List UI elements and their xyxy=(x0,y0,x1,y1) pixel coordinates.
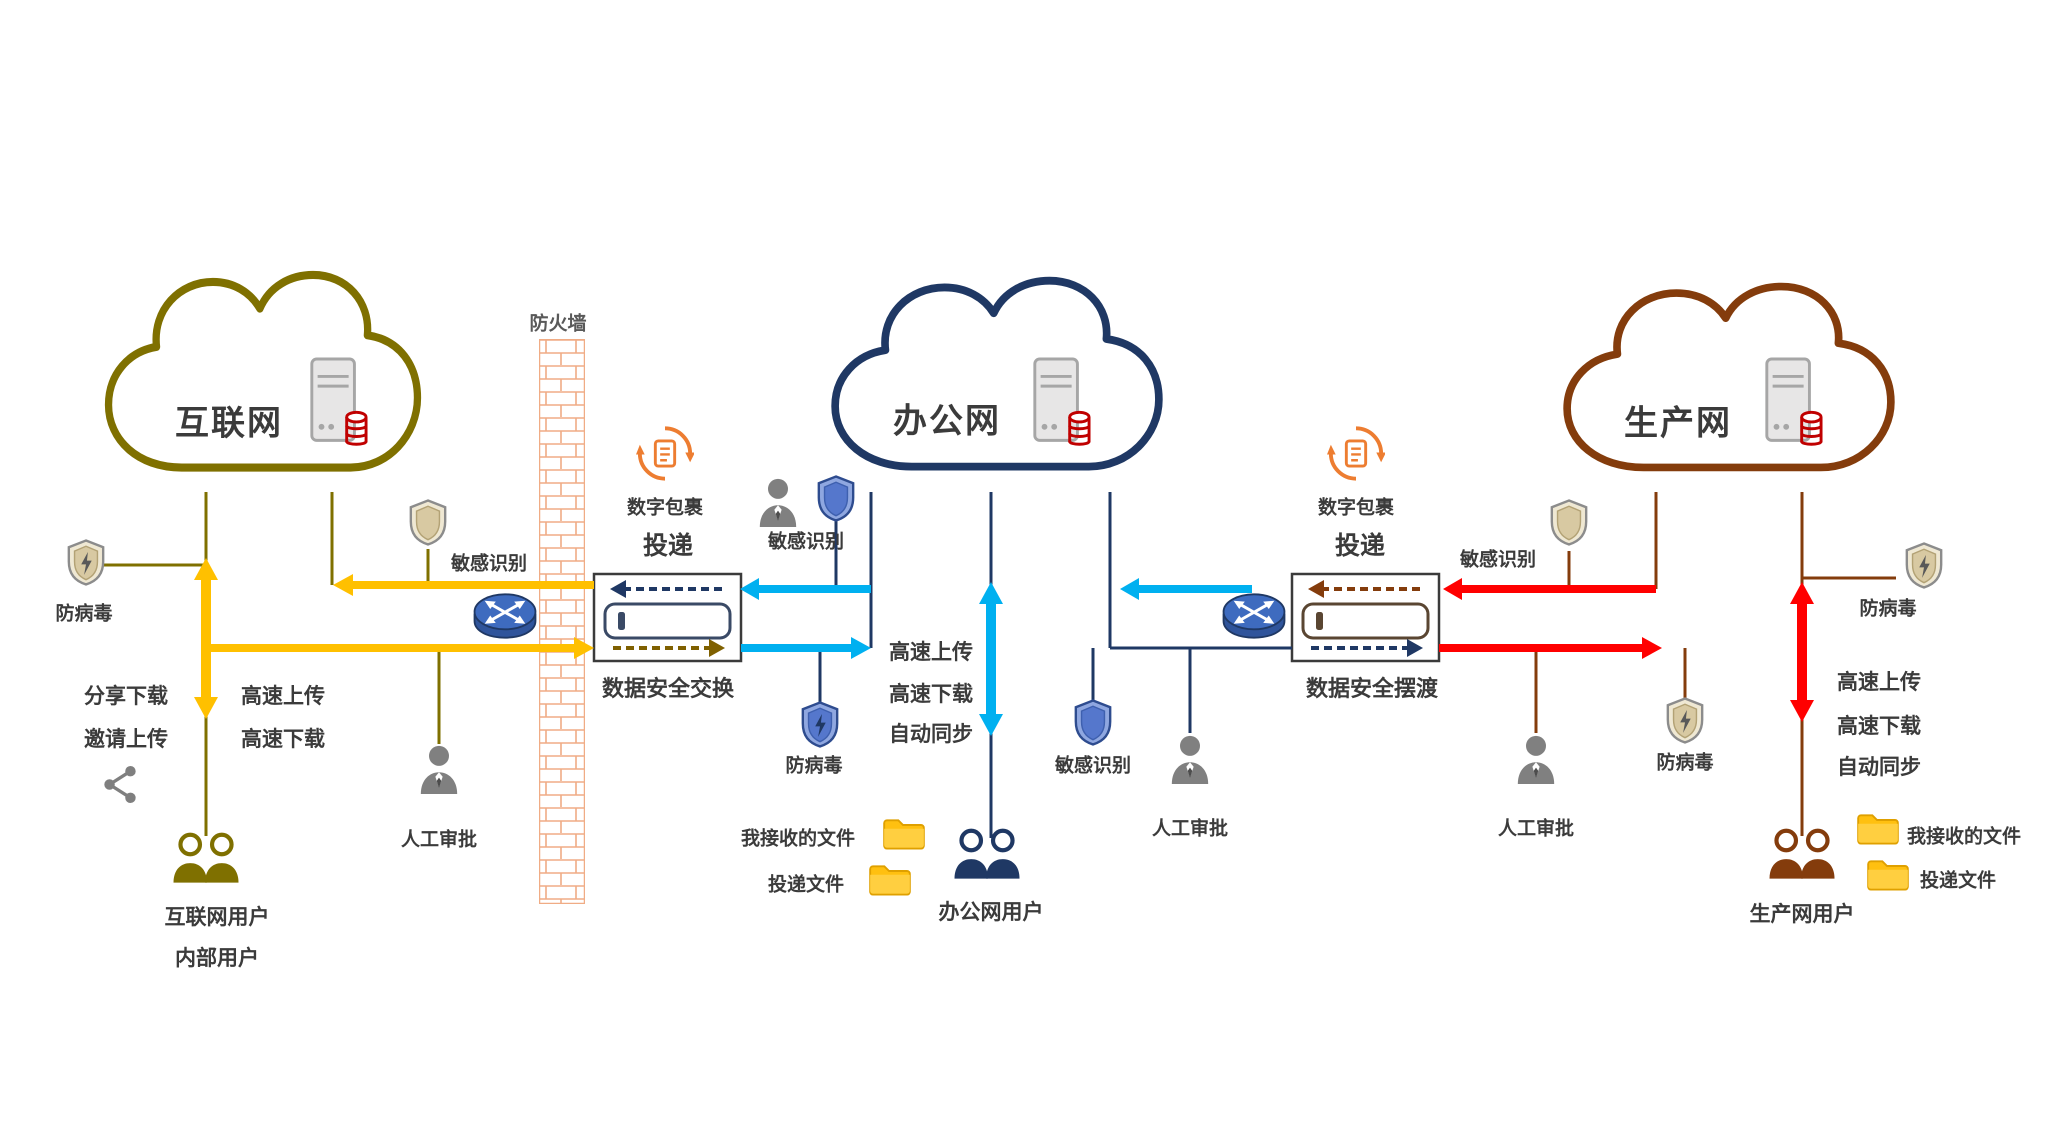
approval-label-office: 人工审批 xyxy=(1151,818,1229,840)
cloud-title-office: 办公网 xyxy=(893,402,1001,441)
lightning-shield-icon-production-right xyxy=(1903,542,1945,595)
fast-upload-label-production: 高速上传 xyxy=(1837,671,1921,694)
antivirus-label-internet: 防病毒 xyxy=(55,603,113,625)
share-icon xyxy=(101,764,139,811)
cloud-icon-production xyxy=(1554,280,1904,503)
router-icon-right xyxy=(1221,592,1287,645)
lightning-shield-icon-office xyxy=(799,701,841,754)
folder-icon-received-office xyxy=(882,817,926,856)
cloud-icon-internet xyxy=(96,268,430,505)
delivered-files-label-office: 投递文件 xyxy=(767,874,845,896)
cloud-icon-office xyxy=(822,274,1172,503)
digital-package-label-left: 数字包裹 xyxy=(626,497,704,519)
firewall-label: 防火墙 xyxy=(529,313,587,335)
fast-download-label-office: 高速下载 xyxy=(889,683,973,706)
internal-users-label: 内部用户 xyxy=(175,947,259,970)
lightning-shield-icon-internet xyxy=(65,539,107,592)
digital-package-label-right: 数字包裹 xyxy=(1317,497,1395,519)
package-sync-icon-right xyxy=(1327,425,1386,488)
production-users-label: 生产网用户 xyxy=(1749,903,1855,926)
invite-upload-label: 邀请上传 xyxy=(84,728,168,751)
received-files-label-office: 我接收的文件 xyxy=(740,828,856,850)
brick-wall-icon xyxy=(537,337,587,909)
sensitive-label-office-right: 敏感识别 xyxy=(1054,755,1132,777)
package-sync-icon-left xyxy=(636,425,695,488)
approval-label-production: 人工审批 xyxy=(1497,818,1575,840)
server-db-icon-internet xyxy=(306,357,368,459)
auto-sync-label-production: 自动同步 xyxy=(1837,756,1921,779)
antivirus-label-production-right: 防病毒 xyxy=(1859,598,1917,620)
person-icon-office-left xyxy=(758,477,798,534)
approval-label-internet: 人工审批 xyxy=(400,829,478,851)
fast-upload-label-office: 高速上传 xyxy=(889,641,973,664)
fast-download-label-production: 高速下载 xyxy=(1837,715,1921,738)
delivery-label-right: 投递 xyxy=(1334,532,1386,560)
exchange-device-icon-left xyxy=(603,602,732,640)
delivery-label-left: 投递 xyxy=(642,532,694,560)
office-users-label: 办公网用户 xyxy=(938,901,1044,924)
user-pair-icon-production xyxy=(1763,828,1841,885)
internet-users-label: 互联网用户 xyxy=(164,906,270,929)
delivered-files-label-production: 投递文件 xyxy=(1919,870,1997,892)
person-icon-approval-office xyxy=(1170,734,1210,791)
person-icon-approval-internet xyxy=(419,744,459,801)
received-files-label-production: 我接收的文件 xyxy=(1906,826,2022,848)
server-db-icon-production xyxy=(1761,357,1823,459)
folder-icon-delivered-office xyxy=(868,863,912,902)
folder-icon-received-production xyxy=(1856,812,1900,851)
user-pair-icon-internet xyxy=(167,832,245,889)
shield-icon-sensitive-office-left xyxy=(815,475,857,528)
cloud-title-internet: 互联网 xyxy=(175,404,283,443)
exchange-device-label-right: 数据安全摆渡 xyxy=(1305,676,1439,701)
exchange-device-label-left: 数据安全交换 xyxy=(601,676,735,701)
sensitive-label-office-left: 敏感识别 xyxy=(767,531,845,553)
share-download-label: 分享下载 xyxy=(84,685,168,708)
fast-upload-label-internet: 高速上传 xyxy=(241,685,325,708)
person-icon-approval-production xyxy=(1516,734,1556,791)
server-db-icon-office xyxy=(1029,357,1091,459)
folder-icon-delivered-production xyxy=(1866,858,1910,897)
antivirus-label-office: 防病毒 xyxy=(785,755,843,777)
router-icon-left xyxy=(472,592,538,645)
sensitive-label-production: 敏感识别 xyxy=(1459,549,1537,571)
antivirus-label-production-mid: 防病毒 xyxy=(1656,752,1714,774)
user-pair-icon-office xyxy=(948,828,1026,885)
shield-icon-sensitive-internet xyxy=(407,499,449,552)
fast-download-label-internet: 高速下载 xyxy=(241,728,325,751)
sensitive-label-internet: 敏感识别 xyxy=(450,553,528,575)
auto-sync-label-office: 自动同步 xyxy=(889,723,973,746)
lightning-shield-icon-production-mid xyxy=(1664,697,1706,750)
cloud-title-production: 生产网 xyxy=(1624,404,1732,443)
exchange-device-icon-right xyxy=(1301,602,1430,640)
shield-icon-sensitive-office-right xyxy=(1072,699,1114,752)
shield-icon-sensitive-production xyxy=(1548,499,1590,552)
